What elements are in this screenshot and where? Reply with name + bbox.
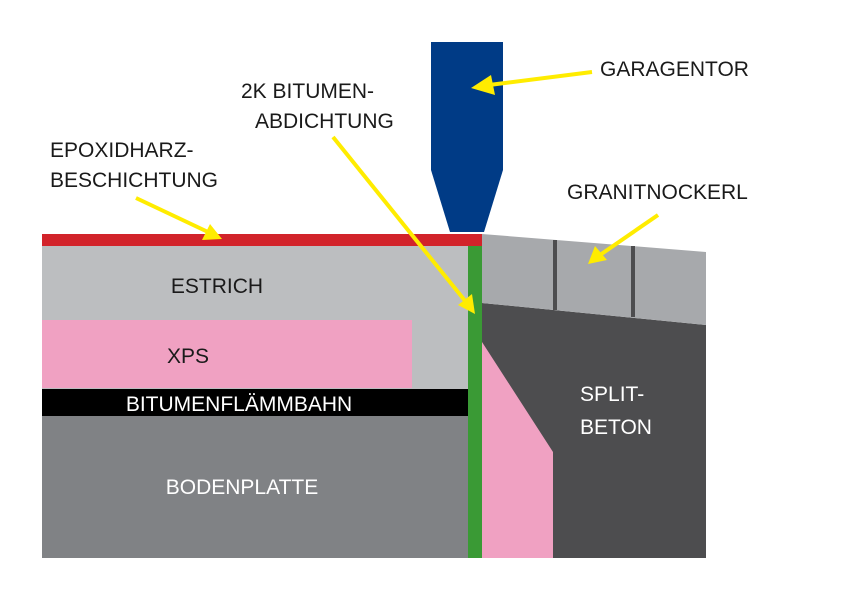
xps-layer <box>42 320 412 388</box>
label-split-line1: SPLIT- <box>580 383 644 406</box>
arrow-garagentor <box>471 70 593 95</box>
label-xps: XPS <box>167 345 209 368</box>
garagentor-shape <box>431 42 503 232</box>
label-epoxid-line2: BESCHICHTUNG <box>50 169 218 192</box>
arrow-epoxid <box>135 196 222 240</box>
arrow-abdichtung <box>331 135 475 314</box>
label-abdichtung-line1: 2K BITUMEN- <box>241 80 374 103</box>
label-abdichtung-line2: ABDICHTUNG <box>255 110 394 133</box>
label-granitnockerl: GRANITNOCKERL <box>567 181 748 204</box>
arrow-granit <box>588 213 660 264</box>
bodenplatte-layer <box>42 416 468 558</box>
bitumen-layer <box>42 389 468 416</box>
granitnockerl-layer <box>482 234 706 325</box>
label-bodenplatte: BODENPLATTE <box>166 476 318 499</box>
label-epoxid-line1: EPOXIDHARZ- <box>50 139 194 162</box>
label-split-line2: BETON <box>580 416 652 439</box>
label-garagentor: GARAGENTOR <box>600 58 749 81</box>
label-bitumenflaemmbahn: BITUMENFLÄMMBAHN <box>126 393 352 416</box>
epoxid-layer <box>42 234 482 246</box>
xps-wedge <box>482 342 553 558</box>
abdichtung-strip <box>468 246 482 558</box>
label-estrich: ESTRICH <box>171 275 263 298</box>
